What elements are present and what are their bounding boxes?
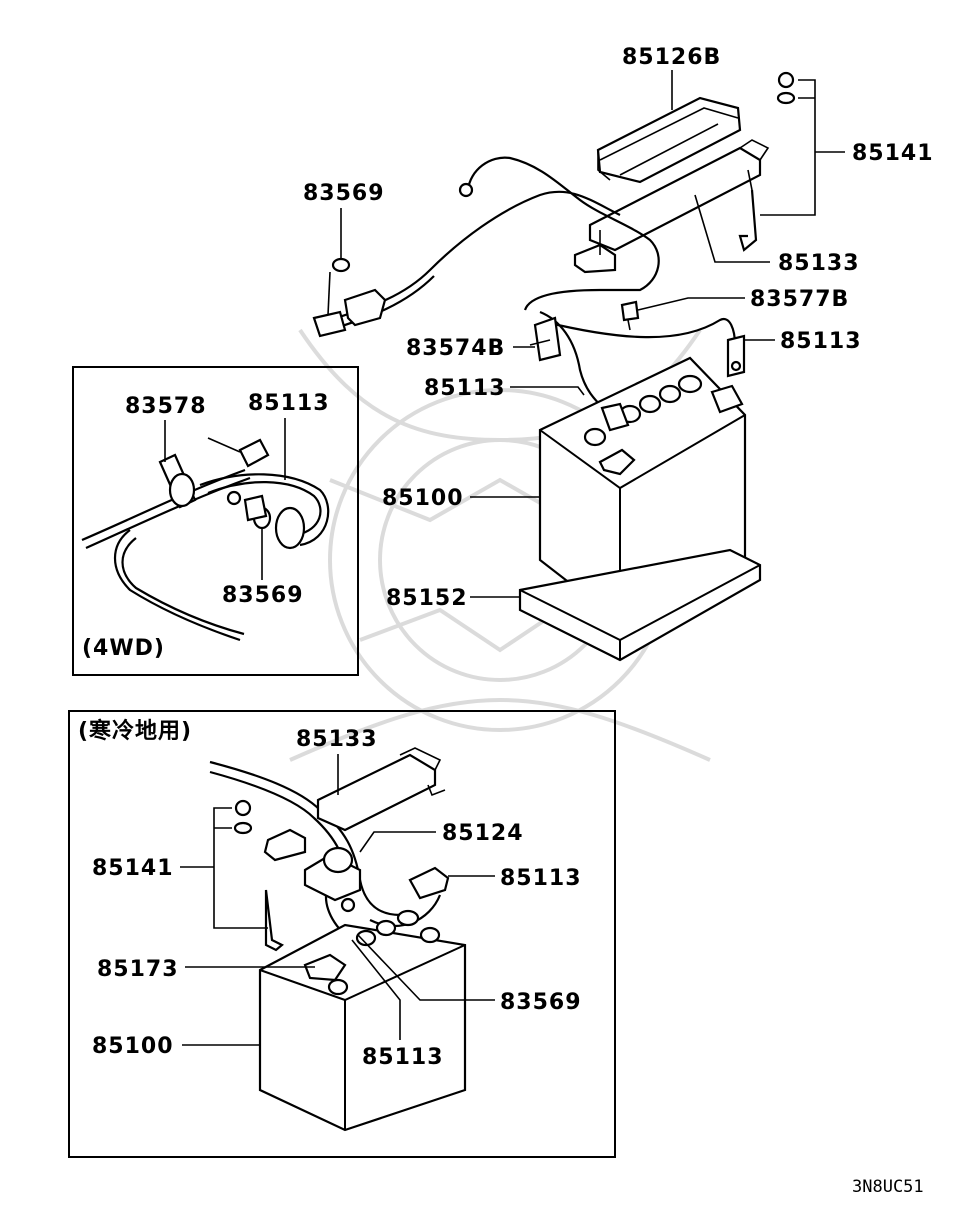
figure-reference-code: 3N8UC51	[852, 1177, 924, 1197]
leader-connector	[207, 437, 241, 453]
label-85100: 85100	[382, 486, 464, 511]
inset-4wd-cable-b	[85, 476, 251, 550]
inset-4wd-frame	[72, 366, 359, 676]
inset-cold-caption: (寒冷地用)	[78, 718, 192, 744]
terminal-85113-right	[726, 334, 746, 378]
inset-4wd-cable-f	[207, 481, 322, 537]
label-83577B: 83577B	[750, 287, 849, 312]
battery-85100-cold	[258, 897, 467, 1132]
label-85126B: 85126B	[622, 45, 721, 70]
leader-cold-83569	[357, 934, 495, 1001]
label-83574B: 83574B	[406, 336, 505, 361]
leader-cold-85141	[213, 807, 268, 929]
main-assembly: 85126B 85141 83569 85133 83577B 83574B 8…	[303, 45, 934, 662]
inset-cold-label-85173: 85173	[97, 957, 179, 982]
hold-down-rod-85141	[738, 71, 796, 252]
inset-4wd-cable-a	[81, 468, 246, 542]
cable-clamp-83569	[312, 257, 387, 338]
inset-cold-frame	[68, 710, 616, 1158]
inset-cold-label-85113-bottom: 85113	[362, 1045, 444, 1070]
leader-cold-85113-bottom	[351, 939, 401, 1040]
label-85152: 85152	[386, 586, 468, 611]
inset-cold-label-85113-right: 85113	[500, 866, 582, 891]
battery-cover-85126B	[596, 96, 742, 184]
inset-4wd-cable-c	[114, 529, 241, 642]
hold-down-frame-85133	[573, 139, 770, 274]
clip-83578	[158, 453, 197, 509]
connector-plug	[238, 438, 270, 468]
inset-4wd-label-83578: 83578	[125, 394, 207, 419]
inset-cold-climate: (寒冷地用) 85133 85124 85141 85113 85173 835…	[68, 710, 616, 1158]
label-83569: 83569	[303, 181, 385, 206]
inset-4wd-label-83569: 83569	[222, 583, 304, 608]
inset-4wd-cable-d	[121, 537, 245, 636]
label-85113-right: 85113	[780, 329, 862, 354]
inset-4wd-cable-e	[199, 473, 330, 547]
inset-cold-label-85124: 85124	[442, 821, 524, 846]
battery-tray-85152	[518, 548, 762, 662]
inset-cold-label-85141: 85141	[92, 856, 174, 881]
terminal-85113-cold	[408, 866, 450, 900]
label-85141: 85141	[852, 141, 934, 166]
bolt-83577B	[620, 300, 640, 331]
hold-down-frame-85133-cold	[263, 747, 446, 862]
inset-cold-label-85133: 85133	[296, 727, 378, 752]
inset-cold-label-85100: 85100	[92, 1034, 174, 1059]
grommet-83569	[226, 490, 306, 550]
main-leader-lines	[340, 70, 845, 598]
leader-cold-85124	[359, 831, 436, 853]
battery-warmer-85124	[303, 846, 362, 902]
inset-cold-label-83569: 83569	[500, 990, 582, 1015]
label-85113-left: 85113	[424, 376, 506, 401]
inset-4wd-caption: (4WD)	[82, 636, 165, 661]
label-85133: 85133	[778, 251, 860, 276]
inset-4wd: 83578 85113 83569 (4WD)	[72, 366, 359, 676]
clip-83574B	[529, 316, 562, 362]
hold-down-rod-85141-cold	[233, 799, 284, 952]
inset-4wd-label-85113: 85113	[248, 391, 330, 416]
